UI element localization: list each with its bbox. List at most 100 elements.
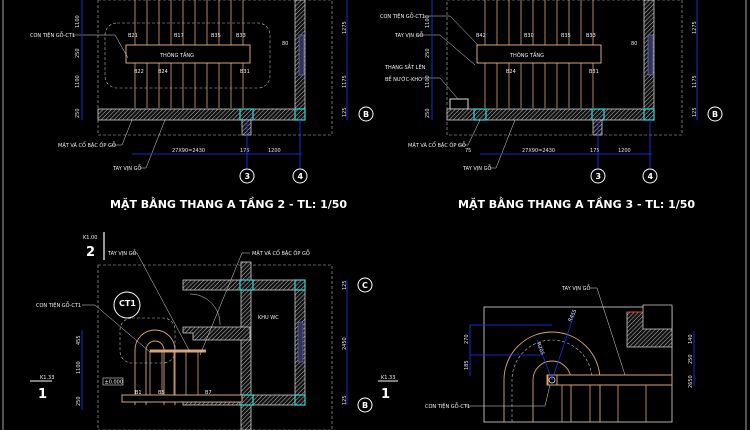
dim: 1100 bbox=[75, 75, 81, 88]
room-label: KHU WC bbox=[258, 315, 279, 321]
dim: 27X90=2430 bbox=[522, 148, 555, 154]
leader-line bbox=[458, 119, 481, 146]
dim: 455 bbox=[76, 335, 82, 345]
grid-bubble bbox=[357, 397, 373, 413]
column-stub bbox=[241, 119, 252, 136]
column bbox=[239, 279, 254, 291]
door-swing bbox=[189, 293, 221, 326]
plan-floor-1: K1.00 2 K1.33 1 KHU WC CT1 ±0.000 B1 B5 … bbox=[30, 232, 373, 430]
grid-bubble bbox=[357, 277, 373, 293]
step-tag: B33 bbox=[236, 33, 246, 39]
label-baluster: CON TIỆN GỖ-CT1 bbox=[380, 12, 425, 20]
dim: 75 bbox=[465, 148, 471, 154]
dim: 185 bbox=[464, 360, 470, 370]
dim: 125 bbox=[342, 395, 348, 405]
dim: 1175 bbox=[342, 75, 348, 88]
radius-line bbox=[551, 311, 576, 381]
label-handrail: TAY VỊN GỖ bbox=[462, 164, 491, 172]
window bbox=[297, 321, 304, 363]
column bbox=[591, 108, 605, 121]
plan-outline bbox=[97, 0, 333, 136]
step-tag: B17 bbox=[174, 33, 184, 39]
window bbox=[647, 34, 654, 76]
label-handrail: TAY VỊN GỖ bbox=[107, 249, 136, 257]
dim: 27X90=2430 bbox=[172, 148, 205, 154]
leader-line bbox=[424, 15, 479, 46]
step-tag: B24 bbox=[506, 69, 516, 75]
dim: 175 bbox=[240, 148, 250, 154]
arc-outer bbox=[503, 331, 601, 422]
step-tag: B31 bbox=[240, 69, 250, 75]
level-box bbox=[102, 377, 124, 386]
grid-bubble bbox=[707, 106, 723, 122]
detail-frame bbox=[483, 306, 673, 423]
column-stub bbox=[592, 119, 603, 136]
leader-line bbox=[140, 119, 166, 169]
leader-line bbox=[82, 304, 151, 353]
handrail bbox=[547, 374, 673, 386]
column bbox=[239, 108, 254, 121]
dim: 1100 bbox=[75, 15, 81, 28]
step-tag: B5 bbox=[158, 390, 165, 396]
grid-label: 4 bbox=[298, 172, 304, 181]
column bbox=[294, 394, 306, 406]
label-baluster: CON TIỆN GỖ-CT1 bbox=[30, 31, 75, 39]
label-tread: MẶT VÀ CỔ BẬC ỐP GỖ bbox=[408, 141, 466, 149]
detail-tag: CT1 bbox=[119, 299, 136, 308]
column bbox=[473, 108, 487, 121]
step-tag: B30 bbox=[524, 33, 534, 39]
dim: 1100 bbox=[425, 75, 431, 88]
section-notch bbox=[642, 304, 673, 330]
leader-line bbox=[199, 252, 250, 356]
dim: 2650 bbox=[688, 375, 694, 388]
wall-middle bbox=[240, 261, 252, 430]
detail-outline bbox=[119, 317, 176, 364]
dim-window: 80 bbox=[282, 41, 288, 47]
step-tag: B22 bbox=[134, 69, 144, 75]
dim: 1200 bbox=[618, 148, 631, 154]
leader-line bbox=[416, 34, 476, 66]
label-ladder: THANG SẮT LÊN bbox=[384, 63, 426, 71]
section-number: 2 bbox=[86, 245, 95, 260]
dim: 250 bbox=[75, 48, 81, 58]
void-label: THÔNG TẦNG bbox=[159, 51, 194, 59]
plan-title: MẶT BẰNG THANG A TẦNG 3 - TL: 1/50 bbox=[458, 196, 695, 211]
dim: 1275 bbox=[692, 21, 698, 34]
dim: 125 bbox=[692, 107, 698, 117]
grid-label: 4 bbox=[648, 172, 654, 181]
plan-floor-3: THÔNG TẦNG 80 B42 B30 B35 B33 B24 B31 CO… bbox=[380, 0, 723, 211]
section-number: 1 bbox=[38, 387, 47, 402]
balusters bbox=[561, 385, 647, 422]
dim: 250 bbox=[75, 108, 81, 118]
arc-inner bbox=[532, 360, 572, 422]
step-tag: B35 bbox=[211, 33, 221, 39]
floor-slab bbox=[97, 108, 306, 121]
grid-label: B bbox=[362, 401, 368, 410]
label-handrail: TAY VỊN GỖ bbox=[112, 164, 141, 172]
dim: 250 bbox=[425, 108, 431, 118]
step-tag: B21 bbox=[128, 33, 138, 39]
dim: 1275 bbox=[342, 21, 348, 34]
dim: 175 bbox=[590, 148, 600, 154]
grid-bubble bbox=[239, 168, 255, 184]
grid-bubble bbox=[590, 168, 606, 184]
dim: 140 bbox=[688, 334, 694, 344]
dim: 1100 bbox=[76, 361, 82, 374]
detail-bubble bbox=[113, 291, 141, 319]
label-tread: MẶT VÀ CỔ BẬC ỐP GỖ bbox=[58, 141, 116, 149]
section-number: 1 bbox=[381, 387, 390, 402]
label-tread: MẶT VÀ CỔ BẬC ỐP GỖ bbox=[252, 249, 310, 257]
window bbox=[298, 34, 305, 76]
stair-treads bbox=[149, 351, 199, 395]
label-handrail: TAY VỊN GỖ bbox=[561, 284, 590, 292]
step-tag: B31 bbox=[589, 69, 599, 75]
dim: 250 bbox=[688, 354, 694, 364]
dim: 250 bbox=[425, 48, 431, 58]
leader-line bbox=[490, 119, 516, 169]
grid-label: B bbox=[363, 110, 369, 119]
leader-line bbox=[590, 287, 626, 376]
radius-line bbox=[536, 339, 553, 381]
plan-outline bbox=[446, 0, 683, 136]
ladder bbox=[449, 98, 469, 110]
